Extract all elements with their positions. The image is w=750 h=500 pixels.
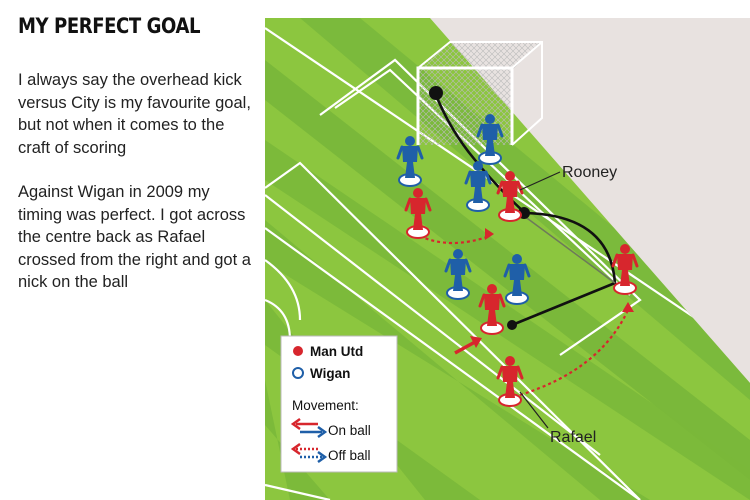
- legend-man-utd: Man Utd: [310, 344, 363, 359]
- legend-on-ball: On ball: [328, 423, 371, 438]
- legend: Man Utd Wigan Movement: On ball Off ball: [280, 335, 398, 473]
- article-text: MY PERFECT GOAL I always say the overhea…: [18, 14, 258, 294]
- page-title: MY PERFECT GOAL: [18, 14, 201, 38]
- run-arrow-head: [485, 228, 494, 240]
- run-arrow-head-2: [622, 302, 634, 312]
- rafael-pointer: [519, 391, 549, 429]
- man-utd-marker-icon: [293, 346, 303, 356]
- off-ball-runs: [419, 234, 629, 397]
- goal-net: [416, 41, 543, 146]
- rooney-label: Rooney: [562, 164, 617, 181]
- wigan-marker-icon: [292, 367, 304, 379]
- rafael-label: Rafael: [550, 429, 596, 446]
- off-ball-arrow-icon: [290, 442, 328, 464]
- legend-off-ball: Off ball: [328, 448, 371, 463]
- legend-movement: Movement:: [292, 398, 359, 413]
- paragraph-2: Against Wigan in 2009 my timing was perf…: [18, 183, 251, 291]
- arrow-indicator: [454, 340, 476, 355]
- on-ball-arrow-icon: [290, 417, 328, 439]
- arrow-indicator-head: [470, 336, 482, 348]
- legend-wigan: Wigan: [310, 366, 350, 381]
- paragraph-1: I always say the overhead kick versus Ci…: [18, 71, 251, 157]
- rooney-pointer: [519, 171, 561, 191]
